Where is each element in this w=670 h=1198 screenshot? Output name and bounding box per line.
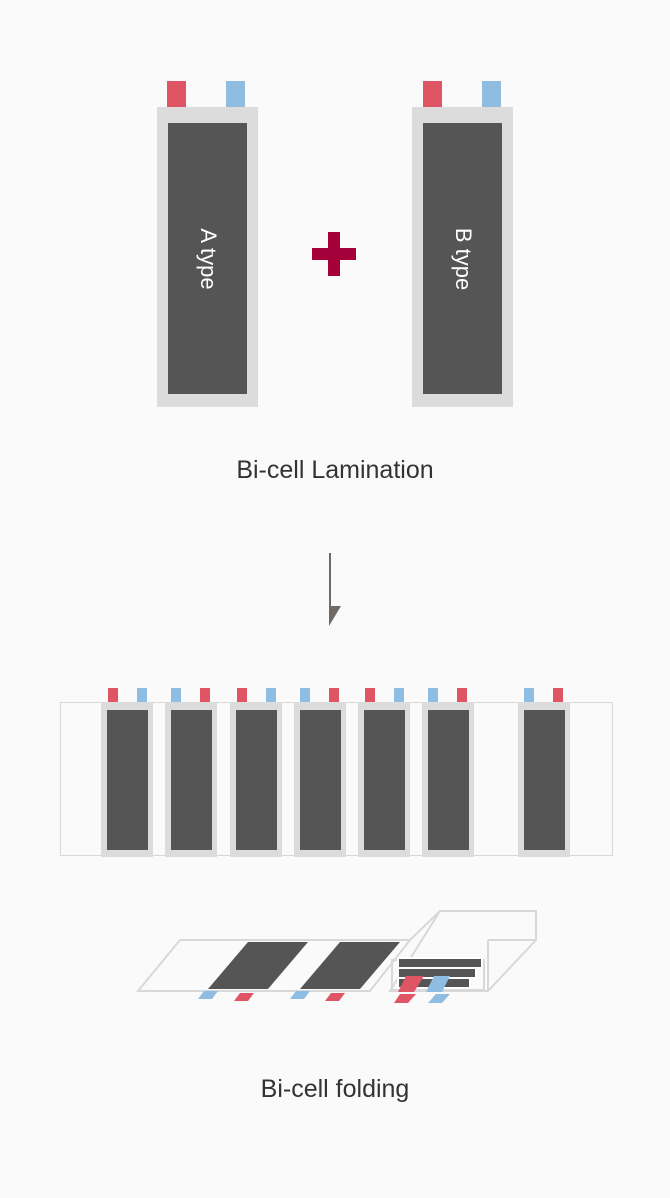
bi-cell-4-positive-tab bbox=[329, 688, 339, 710]
bi-cell-1-positive-tab bbox=[108, 688, 118, 710]
cell-a-label: A type bbox=[195, 227, 221, 290]
bi-cell-4-core bbox=[300, 710, 341, 850]
plus-icon bbox=[312, 232, 356, 276]
cell-a-negative-tab bbox=[226, 81, 245, 109]
bi-cell-2-positive-tab bbox=[200, 688, 210, 710]
folding-tab-blue-2 bbox=[290, 991, 310, 999]
folded-stack bbox=[391, 957, 485, 1003]
cell-b-positive-tab bbox=[423, 81, 442, 109]
folding-tab-blue-1 bbox=[198, 991, 218, 999]
bi-cell-5-positive-tab bbox=[365, 688, 375, 710]
bi-cell-5-negative-tab bbox=[394, 688, 404, 710]
bi-cell-5-core bbox=[364, 710, 405, 850]
bi-cell-7-core bbox=[524, 710, 565, 850]
folding-cell-2 bbox=[300, 942, 400, 989]
cell-b-core: B type bbox=[423, 123, 502, 394]
folding-separator-flat bbox=[135, 939, 413, 992]
bi-cell-7-positive-tab bbox=[553, 688, 563, 710]
bi-cell-7-negative-tab bbox=[524, 688, 534, 710]
folding-tab-red-2 bbox=[325, 993, 345, 1001]
bi-cell-1-core bbox=[107, 710, 148, 850]
bi-cell-6-core bbox=[428, 710, 469, 850]
cell-a-core: A type bbox=[168, 123, 247, 394]
cell-a-positive-tab bbox=[167, 81, 186, 109]
folding-caption: Bi-cell folding bbox=[260, 1075, 410, 1103]
bi-cell-6-negative-tab bbox=[428, 688, 438, 710]
bi-cell-2-core bbox=[171, 710, 212, 850]
bi-cell-3-positive-tab bbox=[237, 688, 247, 710]
lamination-caption: Bi-cell Lamination bbox=[236, 456, 434, 484]
bi-cell-3-core bbox=[236, 710, 277, 850]
bi-cell-1-negative-tab bbox=[137, 688, 147, 710]
folding-cell-1 bbox=[208, 942, 308, 989]
cell-b-negative-tab bbox=[482, 81, 501, 109]
bi-cell-4-negative-tab bbox=[300, 688, 310, 710]
folding-tab-red-1 bbox=[234, 993, 254, 1001]
folding-stack-box bbox=[388, 910, 537, 992]
cell-b-label: B type bbox=[450, 227, 476, 290]
bi-cell-2-negative-tab bbox=[171, 688, 181, 710]
bi-cell-3-negative-tab bbox=[266, 688, 276, 710]
bi-cell-6-positive-tab bbox=[457, 688, 467, 710]
